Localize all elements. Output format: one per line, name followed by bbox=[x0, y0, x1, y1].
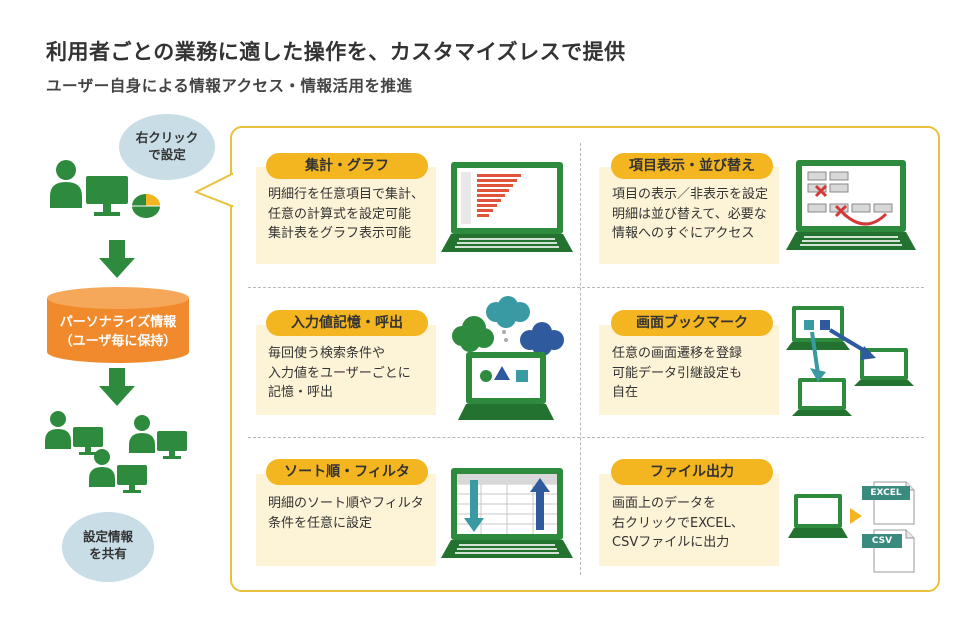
down-arrow-icon bbox=[99, 368, 135, 406]
laptop-sort-icon bbox=[441, 468, 573, 558]
feature-card-aggregate bbox=[256, 167, 436, 264]
bubble-text: 右クリック で設定 bbox=[119, 129, 215, 163]
feature-card-export bbox=[599, 474, 779, 566]
feature-label-sort: ソート順・フィルタ bbox=[266, 459, 428, 485]
laptop-columns-icon bbox=[786, 160, 916, 250]
feature-desc-column: 項目の表示／非表示を設定 明細は並び替えて、必要な 情報へのすぐにアクセス bbox=[612, 187, 769, 241]
feature-label-input: 入力値記憶・呼出 bbox=[266, 310, 428, 336]
feature-desc-export: 画面上のデータを 右クリックでEXCEL、 CSVファイルに出力 bbox=[612, 496, 744, 550]
down-arrow-icon bbox=[99, 240, 135, 278]
feature-label-column: 項目表示・並び替え bbox=[611, 153, 773, 179]
feature-desc-bookmark: 任意の画面遷移を登録 可能データ引継設定も 自在 bbox=[612, 346, 743, 400]
share-line-1: 設定情報 bbox=[82, 529, 133, 544]
feature-card-bookmark bbox=[599, 325, 779, 415]
share-text: 設定情報 を共有 bbox=[62, 528, 154, 562]
speech-bubble bbox=[119, 114, 215, 180]
feature-desc-aggregate: 明細行を任意項目で集計、 任意の計算式を設定可能 集計表をグラフ表示可能 bbox=[268, 187, 425, 241]
panel-divider-horizontal bbox=[248, 287, 924, 288]
share-line-2: を共有 bbox=[89, 546, 127, 561]
laptop-chart-icon bbox=[441, 162, 573, 252]
cylinder-line-2: （ユーザ毎に保持） bbox=[59, 334, 177, 349]
panel-divider-vertical bbox=[580, 143, 581, 575]
arrow-right-icon bbox=[850, 508, 862, 524]
laptops-bookmark-icon bbox=[786, 306, 914, 416]
bubble-line-1: 右クリック bbox=[135, 130, 199, 145]
feature-desc-input: 毎回使う検索条件や 入力値をユーザーごとに 記憶・呼出 bbox=[268, 346, 411, 400]
panel-pointer bbox=[194, 172, 234, 208]
page-subtitle: ユーザー自身による情報アクセス・情報活用を推進 bbox=[46, 77, 413, 95]
share-bubble bbox=[62, 512, 154, 582]
feature-card-column bbox=[599, 167, 779, 264]
user-with-computer-icon bbox=[50, 160, 160, 218]
excel-tag: EXCEL bbox=[862, 486, 910, 500]
user-group-icon bbox=[45, 411, 187, 493]
csv-tag: CSV bbox=[862, 534, 902, 548]
cylinder-text: パーソナライズ情報 （ユーザ毎に保持） bbox=[48, 313, 188, 351]
panel-divider-horizontal bbox=[248, 437, 924, 438]
feature-label-export: ファイル出力 bbox=[611, 459, 773, 485]
feature-label-bookmark: 画面ブックマーク bbox=[611, 310, 773, 336]
feature-label-aggregate: 集計・グラフ bbox=[266, 153, 428, 179]
page-title: 利用者ごとの業務に適した操作を、カスタマイズレスで提供 bbox=[46, 40, 626, 64]
bubble-line-2: で設定 bbox=[148, 147, 186, 162]
laptop-export-icon bbox=[788, 494, 848, 538]
feature-desc-sort: 明細のソート順やフィルタ 条件を任意に設定 bbox=[268, 496, 424, 531]
laptop-cloud-icon bbox=[452, 296, 564, 420]
database-cylinder-icon bbox=[47, 287, 189, 363]
feature-card-input bbox=[256, 325, 436, 415]
feature-card-sort bbox=[256, 474, 436, 566]
cylinder-line-1: パーソナライズ情報 bbox=[59, 315, 177, 330]
